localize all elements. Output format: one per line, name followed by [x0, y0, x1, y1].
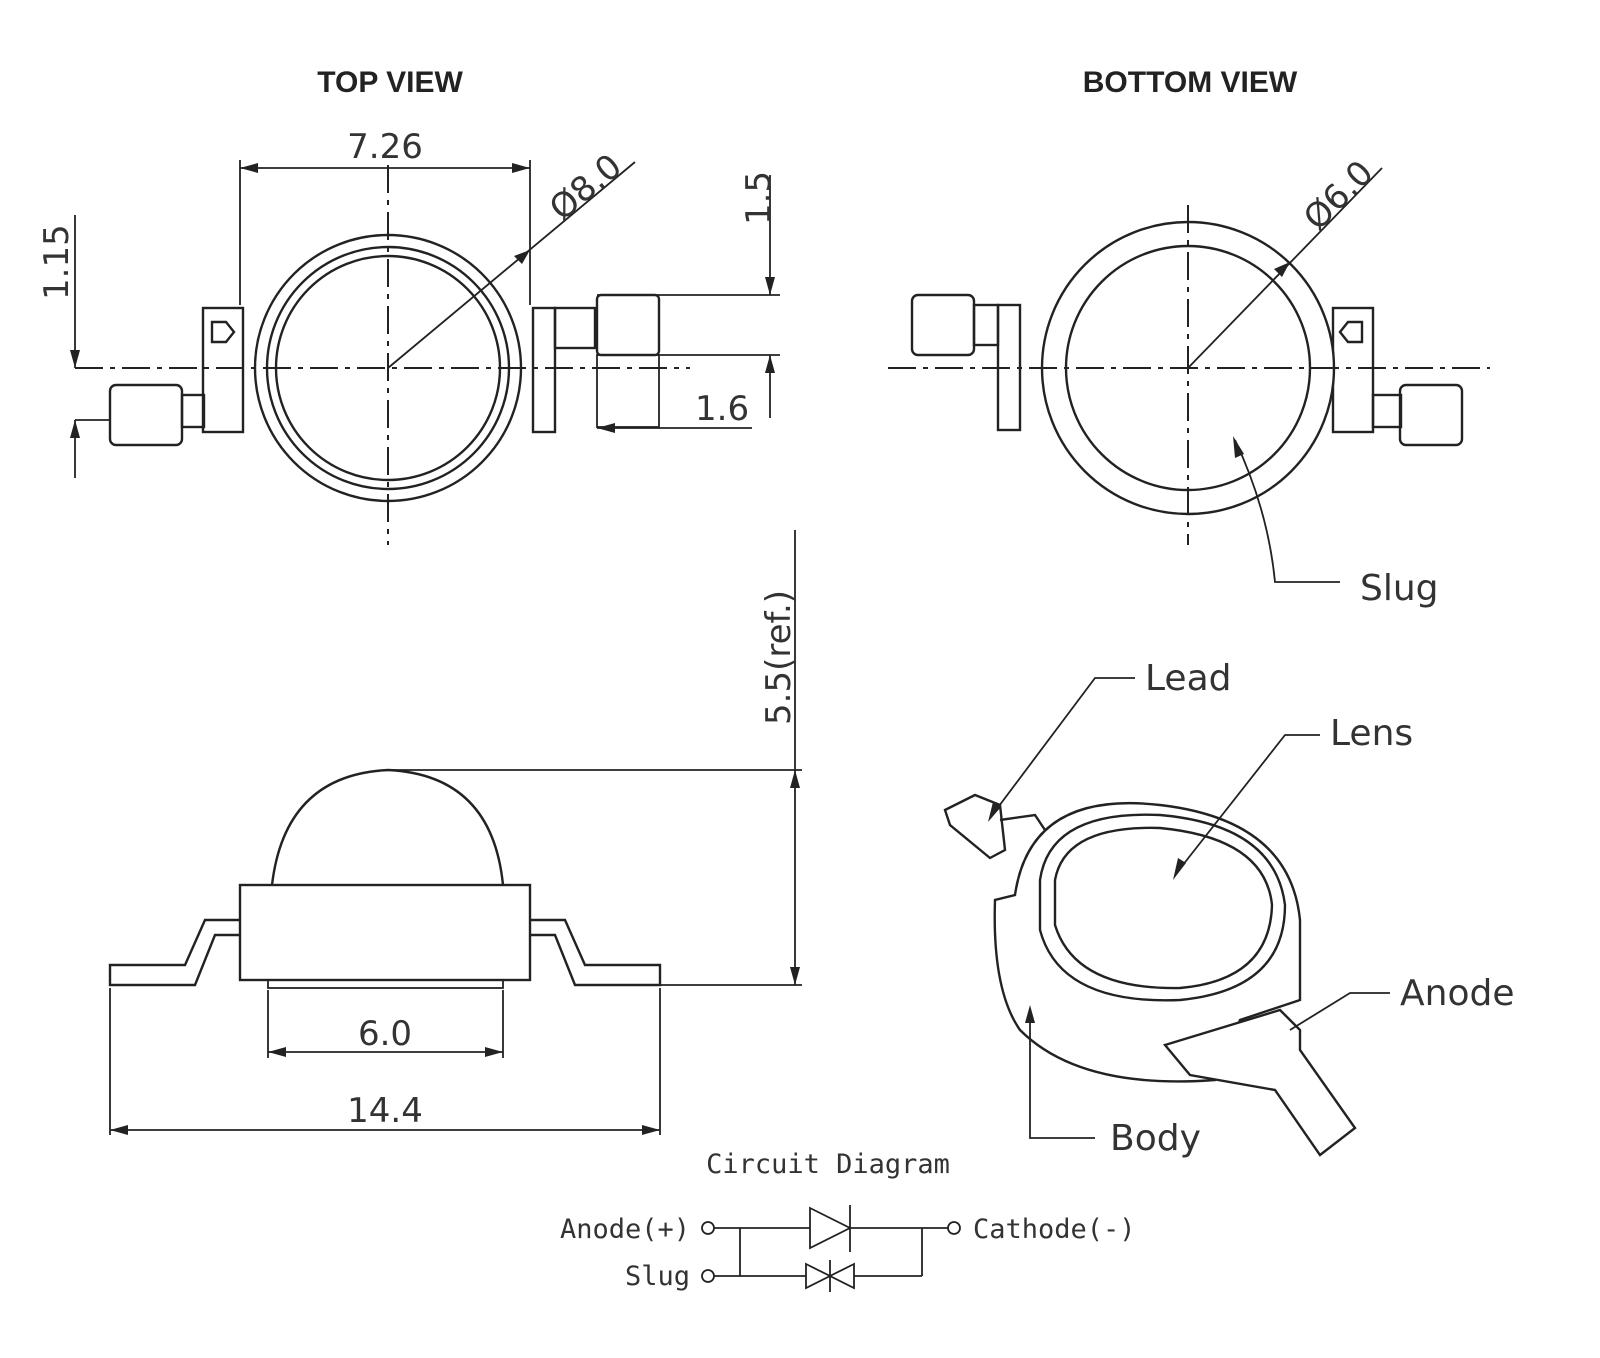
svg-text:1.15: 1.15 — [37, 224, 77, 300]
svg-text:Ø6.0: Ø6.0 — [1296, 153, 1381, 238]
slug-terminal-label: Slug — [625, 1261, 690, 1292]
isometric-view: Lead Lens Anode Body — [943, 658, 1514, 1159]
svg-text:Lens: Lens — [1330, 713, 1413, 754]
circuit-diagram: Circuit Diagram Anode(+) Slug Cathode(-) — [560, 1149, 1136, 1292]
top-view: TOP VIEW 7.26 Ø8.0 — [37, 66, 780, 545]
dim-1-15: 1.15 — [37, 215, 110, 478]
svg-text:Body: Body — [1110, 1118, 1201, 1159]
lead-callout: Lead — [988, 658, 1231, 822]
dim-7-26: 7.26 — [239, 127, 531, 305]
svg-text:Lead: Lead — [1145, 658, 1231, 699]
led-diode-symbol — [809, 1205, 853, 1252]
cathode-terminal-label: Cathode(-) — [973, 1214, 1136, 1245]
svg-text:7.26: 7.26 — [347, 127, 423, 167]
svg-text:6.0: 6.0 — [358, 1014, 412, 1054]
bottom-view: BOTTOM VIEW Ø6.0 Slug — [888, 66, 1490, 609]
svg-text:1.6: 1.6 — [695, 389, 749, 429]
slug-callout: Slug — [1233, 436, 1439, 609]
dim-14-4: 14.4 — [109, 988, 661, 1135]
circuit-title: Circuit Diagram — [706, 1149, 950, 1180]
svg-text:Slug: Slug — [1360, 568, 1439, 609]
bottom-view-title: BOTTOM VIEW — [1083, 66, 1298, 99]
svg-text:Ø8.0: Ø8.0 — [542, 146, 630, 229]
side-view: 6.0 14.4 5.5(ref.) — [108, 530, 802, 1135]
dim-5-5-ref: 5.5(ref.) — [388, 530, 802, 986]
anode-terminal-label: Anode(+) — [560, 1214, 690, 1245]
svg-text:Anode: Anode — [1400, 973, 1514, 1014]
dim-1-5: 1.5 — [597, 171, 780, 296]
dim-1-6: 1.6 — [597, 354, 780, 433]
top-view-title: TOP VIEW — [317, 66, 463, 99]
svg-text:5.5(ref.): 5.5(ref.) — [759, 590, 799, 725]
dim-6-0: 6.0 — [267, 990, 504, 1058]
anode-callout: Anode — [1289, 973, 1514, 1031]
svg-text:14.4: 14.4 — [347, 1091, 423, 1131]
tvs-diode-symbol — [805, 1260, 855, 1292]
lens-callout: Lens — [1173, 713, 1413, 880]
svg-text:1.5: 1.5 — [739, 171, 779, 225]
body-callout: Body — [1025, 1005, 1201, 1159]
